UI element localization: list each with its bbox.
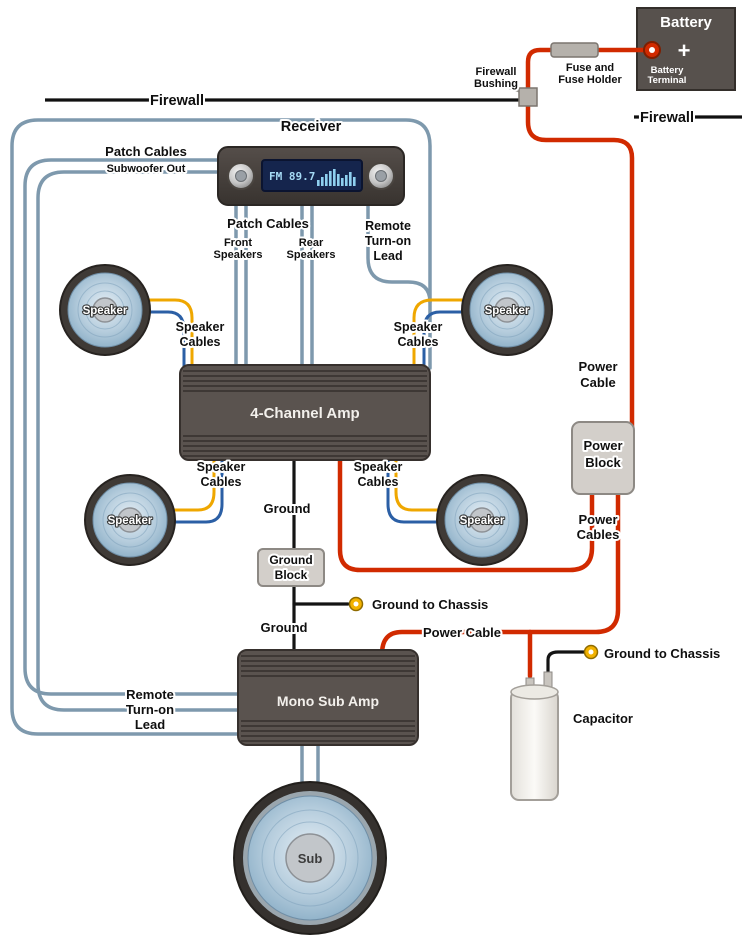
subwoofer-patch-cable-2 xyxy=(36,170,242,712)
mono-amp-fins-bottom xyxy=(241,718,415,742)
power-block-label-2: Block xyxy=(585,455,621,470)
chassis-ground-terminal-mid xyxy=(348,596,364,612)
remote-turn-on-lead-wire xyxy=(366,198,432,370)
power-cable-mid-label: Power Cable xyxy=(423,625,501,640)
firewall-bushing-label-2: Bushing xyxy=(474,78,518,90)
speaker-rear-left: Speaker xyxy=(84,474,176,566)
firewall-right-label: Firewall xyxy=(640,110,694,126)
power-cable-right-label-2: Cable xyxy=(580,375,615,390)
speaker-rear-right: Speaker xyxy=(436,474,528,566)
firewall-bushing-label-1: Firewall xyxy=(476,66,517,78)
battery-terminal-label-1: Battery xyxy=(651,65,684,76)
speaker-front-left: Speaker xyxy=(59,264,151,356)
ground-block-label-2: Block xyxy=(275,568,308,582)
speaker-wire-fr-blue xyxy=(422,310,472,370)
patch-cables-bottom-title: Patch Cables xyxy=(227,216,309,231)
capacitor-body xyxy=(510,689,559,801)
speaker-label: Speaker xyxy=(108,515,153,527)
amp-label: 4-Channel Amp xyxy=(250,405,359,422)
rear-speakers-label-1: Rear xyxy=(299,237,324,249)
speaker-wire-rr-blue xyxy=(386,455,448,524)
ground-to-chassis-mid-label: Ground to Chassis xyxy=(372,597,488,612)
capacitor-label: Capacitor xyxy=(573,711,633,726)
power-cable-to-4channel-amp xyxy=(337,454,595,573)
amp-heatsink-fins-bottom xyxy=(183,433,427,457)
speaker-label: Speaker xyxy=(485,305,530,317)
ring-terminal-hole xyxy=(649,47,655,53)
speaker-cables-fr-label-2: Cables xyxy=(398,335,439,349)
speaker-wire-fr-yellow xyxy=(412,298,472,370)
remote-lead-bottom-label-3: Lead xyxy=(135,717,165,732)
speaker-cables-rr-label-1: Speaker xyxy=(354,460,403,474)
speaker-label: Speaker xyxy=(460,515,505,527)
eq-bars-icon xyxy=(317,169,356,186)
speaker-cables-rl-label-1: Speaker xyxy=(197,460,246,474)
ground-upper-label: Ground xyxy=(264,501,311,516)
power-cable-to-mono-amp xyxy=(379,487,621,657)
power-block: Power Block xyxy=(571,421,635,495)
capacitor-ground-wire xyxy=(546,650,586,676)
firewall-left-label: Firewall xyxy=(150,93,204,109)
remote-lead-top-label-2: Turn-on xyxy=(365,234,411,248)
power-block-box xyxy=(571,421,635,495)
mono-sub-amp: Mono Sub Amp xyxy=(237,649,419,746)
ground-lower-label: Ground xyxy=(261,620,308,635)
mono-amp-fins-top xyxy=(241,653,415,677)
receiver-title: Receiver xyxy=(281,119,342,135)
remote-lead-top-label-1: Remote xyxy=(365,219,411,233)
amp-heatsink-fins-top xyxy=(183,368,427,392)
sub-label: Sub xyxy=(298,851,323,866)
bushing-leader-line xyxy=(507,87,521,93)
main-power-cable xyxy=(525,47,655,433)
chassis-ground-terminal-right xyxy=(583,644,599,660)
fuse-holder-icon xyxy=(550,42,599,58)
battery-terminal-icon: + Battery Terminal xyxy=(643,38,691,86)
speaker-wire-rr-yellow xyxy=(394,455,448,512)
receiver: FM 89.7 xyxy=(217,146,405,206)
ground-block-label-1: Ground xyxy=(269,553,312,567)
remote-lead-bottom-label-2: Turn-on xyxy=(126,702,174,717)
remote-lead-bottom-label-1: Remote xyxy=(126,687,174,702)
speaker-wire-rl-blue xyxy=(164,455,224,524)
speaker-cables-rl-label-2: Cables xyxy=(201,475,242,489)
ground-block: Ground Block xyxy=(257,548,325,587)
subwoofer: Sub xyxy=(233,781,387,935)
speaker-wire-rl-yellow xyxy=(164,455,216,512)
speaker-cables-rr-label-2: Cables xyxy=(358,475,399,489)
speaker-wire-fl-yellow xyxy=(140,298,194,370)
speaker-cables-fl-label-1: Speaker xyxy=(176,320,225,334)
capacitor xyxy=(510,671,559,801)
power-block-label-1: Power xyxy=(583,438,622,453)
ground-block-box xyxy=(257,548,325,587)
battery-terminal-label-2: Terminal xyxy=(648,75,687,86)
tuner-knob-center xyxy=(375,170,387,182)
speaker-wire-fl-blue xyxy=(140,310,186,370)
ground-to-chassis-right-label: Ground to Chassis xyxy=(604,646,720,661)
fuse-holder-label-2: Fuse Holder xyxy=(558,74,622,86)
remote-lead-to-sub-amp-wire xyxy=(10,118,432,736)
battery-label: Battery xyxy=(660,14,712,31)
front-speakers-label-2: Speakers xyxy=(214,249,263,261)
speaker-cables-fl-label-2: Cables xyxy=(180,335,221,349)
remote-lead-top-label-3: Lead xyxy=(373,249,402,263)
four-channel-amp: 4-Channel Amp xyxy=(179,364,431,461)
power-cables-label-1: Power xyxy=(578,512,617,527)
subwoofer-out-label: Subwoofer Out xyxy=(107,163,186,175)
front-speakers-label-1: Front xyxy=(224,237,252,249)
rear-speakers-label-2: Speakers xyxy=(287,249,336,261)
battery-plus-sign: + xyxy=(678,38,691,63)
power-cable-right-label-1: Power xyxy=(578,359,617,374)
speaker-front-right: Speaker xyxy=(461,264,553,356)
volume-knob-center xyxy=(235,170,247,182)
speaker-label: Speaker xyxy=(83,305,128,317)
radio-frequency: FM 89.7 xyxy=(269,170,315,183)
patch-cables-left-label: Patch Cables xyxy=(105,144,187,159)
power-cables-label-2: Cables xyxy=(577,527,620,542)
speaker-cables-fr-label-1: Speaker xyxy=(394,320,443,334)
mono-amp-label: Mono Sub Amp xyxy=(277,693,379,709)
fuse-holder-label-1: Fuse and xyxy=(566,62,614,74)
capacitor-top xyxy=(510,684,559,700)
firewall-bushing-icon xyxy=(518,87,538,107)
